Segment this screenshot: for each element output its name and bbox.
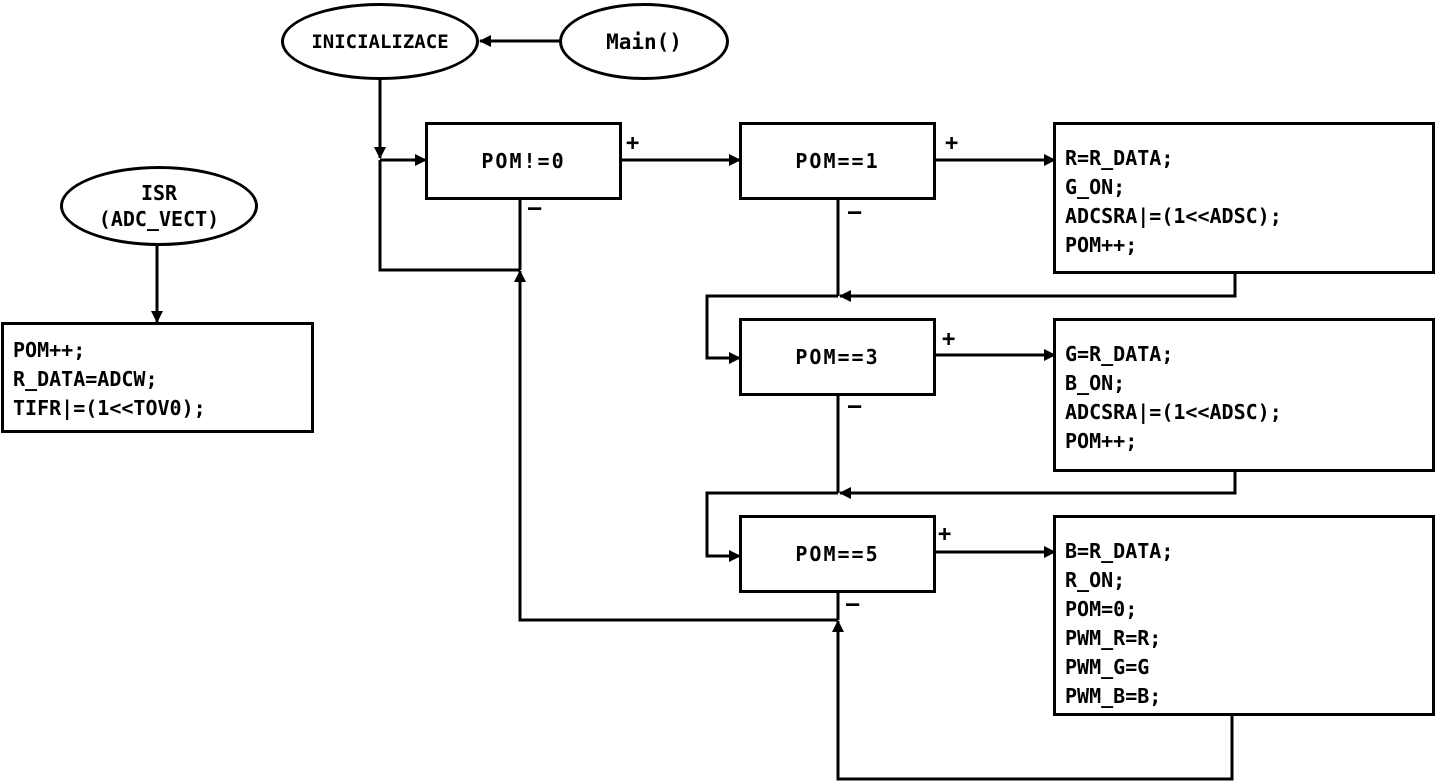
init-node-label: INICIALIZACE [311, 30, 449, 53]
isr-node: ISR (ADC_VECT) [60, 166, 258, 246]
minus-label-d3: – [848, 394, 862, 419]
decision-pom-eq-1-label: POM==1 [795, 149, 880, 173]
plus-label-d0: + [626, 131, 640, 156]
edge-a1-merge [839, 272, 1237, 302]
decision-pom-eq-3-label: POM==3 [795, 345, 880, 369]
code-line: R=R_DATA; [1065, 146, 1174, 170]
main-node-label: Main() [606, 29, 682, 54]
edge-a5-return [832, 620, 1234, 781]
code-line: PWM_R=R; [1065, 626, 1162, 650]
code-line: ADCSRA|=(1<<ADSC); [1065, 204, 1282, 228]
code-line: B_ON; [1065, 371, 1126, 395]
isr-action-box: POM++; R_DATA=ADCW; TIFR|=(1<<TOV0); [1, 322, 314, 433]
code-line: G_ON; [1065, 175, 1126, 199]
action-box-1: R=R_DATA; G_ON; ADCSRA|=(1<<ADSC); POM++… [1053, 122, 1435, 274]
code-line: B=R_DATA; [1065, 539, 1174, 563]
code-line: TIFR|=(1<<TOV0); [13, 396, 206, 420]
edge-merge-to-d5 [705, 491, 838, 562]
edge-loop-return-left [378, 160, 520, 272]
init-node: INICIALIZACE [281, 3, 479, 80]
minus-label-d5: – [846, 592, 860, 617]
code-line: G=R_DATA; [1065, 342, 1174, 366]
plus-label-d5: + [938, 522, 952, 547]
plus-label-d1: + [945, 131, 959, 156]
code-line: R_ON; [1065, 568, 1126, 592]
edge-merge-to-d3 [705, 294, 838, 364]
code-line: ADCSRA|=(1<<ADSC); [1065, 400, 1282, 424]
minus-label-d0: – [528, 196, 542, 221]
code-line: POM++; [13, 338, 86, 362]
minus-label-d1: – [848, 200, 862, 225]
code-line: POM++; [1065, 429, 1138, 453]
decision-pom-eq-1: POM==1 [739, 122, 936, 200]
code-line: POM++; [1065, 233, 1138, 257]
main-node: Main() [559, 3, 729, 80]
code-line: PWM_B=B; [1065, 684, 1162, 708]
code-line: POM=0; [1065, 597, 1138, 621]
edge-return-to-loop [514, 270, 838, 622]
isr-node-label-2: (ADC_VECT) [98, 207, 220, 231]
isr-node-label-1: ISR [140, 181, 178, 205]
edge-a3-merge [839, 470, 1237, 499]
action-box-5: B=R_DATA; R_ON; POM=0; PWM_R=R; PWM_G=G … [1053, 515, 1435, 716]
code-line: PWM_G=G [1065, 655, 1150, 679]
decision-pom-eq-3: POM==3 [739, 318, 936, 396]
plus-label-d3: + [942, 327, 956, 352]
decision-pom-ne-0-label: POM!=0 [481, 149, 566, 173]
decision-pom-eq-5-label: POM==5 [795, 542, 880, 566]
action-box-3: G=R_DATA; B_ON; ADCSRA|=(1<<ADSC); POM++… [1053, 318, 1435, 472]
code-line: R_DATA=ADCW; [13, 367, 158, 391]
decision-pom-ne-0: POM!=0 [425, 122, 622, 200]
decision-pom-eq-5: POM==5 [739, 515, 936, 593]
